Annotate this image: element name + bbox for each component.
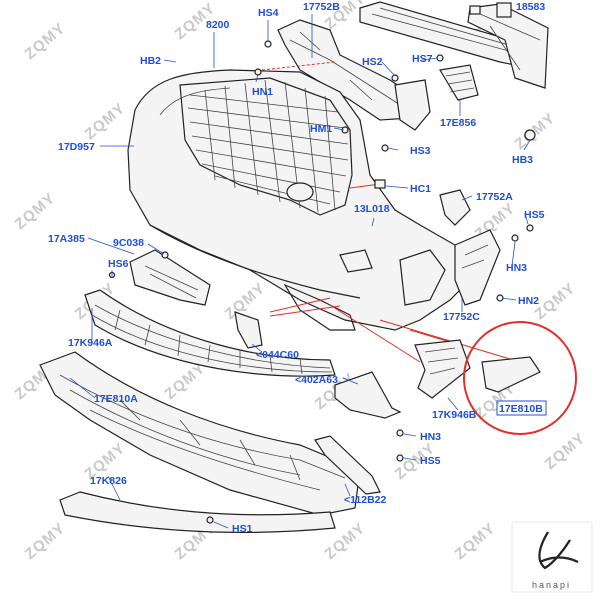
trim-044c60: [234, 311, 263, 349]
grille-mesh: [187, 79, 349, 213]
label-hb3: HB3: [512, 154, 533, 166]
label-402a63: <402A63: [295, 374, 338, 386]
label-hc1: HC1: [410, 183, 431, 195]
label-hs5-upper: HS5: [524, 209, 545, 221]
label-17k946b: 17K946B: [432, 409, 477, 421]
fasteners: [108, 40, 536, 524]
label-044c60: <044C60: [256, 349, 299, 361]
watermark-text: ZQMY: [452, 520, 499, 563]
undertray: [39, 351, 361, 516]
label-17e810b: 17E810B: [499, 403, 543, 415]
watermark-text: ZQMY: [22, 520, 69, 563]
label-17752a: 17752A: [476, 191, 513, 203]
lower-spoiler: [59, 491, 336, 534]
label-hs4: HS4: [258, 7, 279, 19]
brand-text: hanapi: [532, 580, 571, 590]
highlight-circle: [463, 321, 577, 435]
label-17e810a: 17E810A: [94, 393, 138, 405]
label-hm1: HM1: [310, 123, 332, 135]
bracket-hs2: [394, 79, 431, 131]
highlight-label-box: [496, 400, 547, 416]
insert-17e856: [439, 64, 479, 101]
label-17a385: 17A385: [48, 233, 85, 245]
label-hs1: HS1: [232, 523, 253, 535]
label-hs5-lower: HS5: [420, 455, 441, 467]
trim-17e810b: [463, 321, 577, 435]
label-17k826: 17K826: [90, 475, 127, 487]
label-hs7: HS7: [412, 53, 433, 65]
upper-rail: [359, 1, 549, 89]
label-17e856: 17E856: [440, 117, 476, 129]
label-112b22: <112B22: [344, 494, 386, 506]
watermark-text: ZQMY: [12, 190, 59, 233]
bumper-cover: [127, 61, 521, 363]
leader-lines: [69, 14, 531, 529]
watermark-text: ZQMY: [162, 360, 209, 403]
label-hn1: HN1: [252, 86, 273, 98]
label-hs6: HS6: [108, 258, 129, 270]
label-17k946a: 17K946A: [68, 337, 113, 349]
brand-logo: hanapi: [511, 521, 593, 593]
strip-112b22: [314, 435, 381, 495]
label-hs2: HS2: [362, 56, 383, 68]
duct-17k946b: [414, 339, 471, 399]
label-hs3: HS3: [410, 145, 431, 157]
label-17d957: 17D957: [58, 141, 95, 153]
label-hn2: HN2: [518, 295, 539, 307]
label-hb2: HB2: [140, 55, 161, 67]
plate-bracket: [129, 249, 211, 306]
label-13l018: 13L018: [354, 203, 390, 215]
side-bracket: [439, 189, 501, 306]
label-9c038: 9C038: [113, 237, 144, 249]
watermark-text: ZQMY: [512, 110, 559, 153]
label-hn3-upper: HN3: [506, 262, 527, 274]
watermark-text: ZQMY: [542, 430, 589, 473]
label-18583: 18583: [516, 1, 545, 13]
cover-402a63: [334, 371, 402, 419]
label-17752b: 17752B: [303, 1, 340, 13]
labels: 8200 HS4 17752B 18583 HB2 HN1 HS2 HS7 17…: [48, 1, 545, 535]
label-17752c: 17752C: [443, 311, 480, 323]
label-8200: 8200: [206, 19, 230, 31]
watermark-text: ZQMY: [22, 20, 69, 63]
watermark-text: ZQMY: [82, 100, 129, 143]
label-hn3-lower: HN3: [420, 431, 441, 443]
lower-grille-17k946a: [84, 289, 336, 377]
